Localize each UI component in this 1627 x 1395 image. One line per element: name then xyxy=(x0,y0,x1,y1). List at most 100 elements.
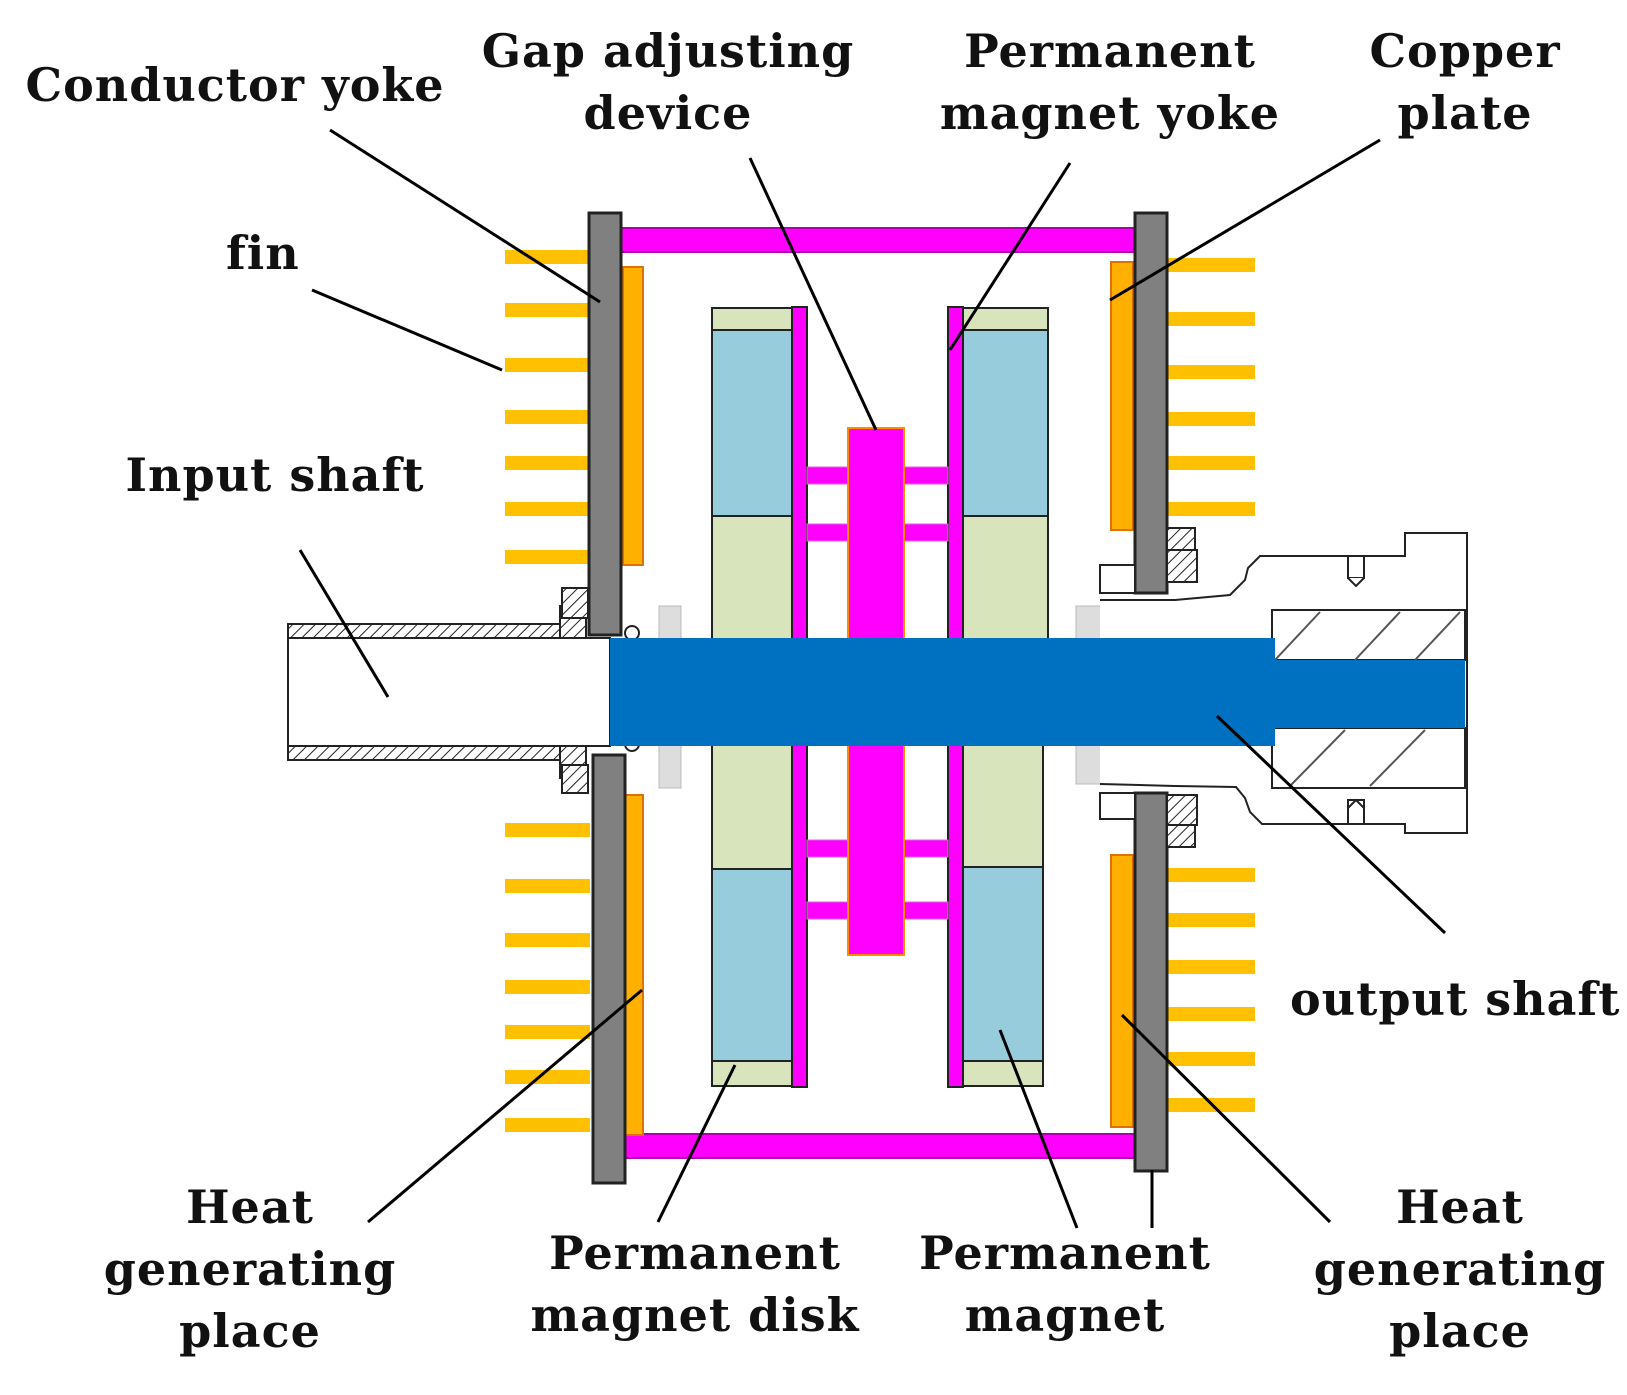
fin-left-14 xyxy=(505,1118,590,1132)
fin-left-13 xyxy=(505,1070,590,1084)
label-gap-adjusting-device-line1: Gap adjusting xyxy=(481,24,855,78)
bottom-frame-bar xyxy=(614,1133,1136,1159)
label-heat-left-line1: Heat xyxy=(186,1180,314,1234)
label-heat-left-line3: place xyxy=(179,1304,321,1358)
fin-right-4 xyxy=(1167,412,1255,426)
fins-right xyxy=(1167,258,1255,1112)
label-copper-plate-line2: plate xyxy=(1397,86,1533,140)
magnet-disk-left-lower-bottom xyxy=(711,1060,793,1087)
copper-plate-right-upper xyxy=(1110,261,1134,531)
input-shaft-bore xyxy=(287,637,611,747)
label-heat-right-line1: Heat xyxy=(1396,1180,1524,1234)
output-hub-hatch-lines xyxy=(1274,611,1461,787)
copper-plate-right-lower xyxy=(1110,854,1134,1128)
label-permanent-magnet-yoke-line2: magnet yoke xyxy=(939,86,1281,140)
fin-left-1 xyxy=(505,250,590,264)
conductor-yoke-left-upper xyxy=(587,211,623,637)
bearing-left-upper xyxy=(561,587,589,619)
magnet-disk-right-upper-bottom xyxy=(962,515,1049,641)
input-shaft-wall-top xyxy=(287,623,563,639)
label-output-shaft: output shaft xyxy=(1290,968,1620,1030)
label-permanent-magnet-line2: magnet xyxy=(964,1288,1166,1342)
fin-left-7 xyxy=(505,550,590,564)
copper-plate-left-upper xyxy=(622,266,644,566)
permanent-magnet-right-upper xyxy=(962,329,1049,517)
label-permanent-magnet-disk: Permanent magnet disk xyxy=(520,1222,870,1346)
label-permanent-magnet-yoke-line1: Permanent xyxy=(964,24,1256,78)
label-permanent-magnet-line1: Permanent xyxy=(919,1226,1211,1280)
fin-right-10 xyxy=(1167,1007,1255,1021)
magnet-yoke-left-upper xyxy=(791,306,808,641)
label-conductor-yoke-text: Conductor yoke xyxy=(25,58,445,112)
magnet-disk-left-upper-bottom xyxy=(711,515,793,641)
label-permanent-magnet-yoke: Permanent magnet yoke xyxy=(930,20,1290,144)
fins-left xyxy=(505,250,590,1132)
label-permanent-magnet-disk-line1: Permanent xyxy=(549,1226,841,1280)
fin-right-6 xyxy=(1167,502,1255,516)
input-shaft-wall-bottom xyxy=(287,745,563,761)
label-heat-generating-place-left: Heat generating place xyxy=(100,1176,400,1362)
label-fin: fin xyxy=(226,222,300,284)
top-frame-bar xyxy=(614,227,1136,253)
fin-right-1 xyxy=(1167,258,1255,272)
label-copper-plate-line1: Copper xyxy=(1369,24,1561,78)
permanent-magnet-right-lower xyxy=(962,866,1044,1062)
fin-right-3 xyxy=(1167,365,1255,379)
fin-left-3 xyxy=(505,358,590,372)
fin-right-9 xyxy=(1167,960,1255,974)
fin-right-2 xyxy=(1167,312,1255,326)
output-bolt-lower xyxy=(1347,798,1365,825)
fin-left-6 xyxy=(505,502,590,516)
label-permanent-magnet-disk-line2: magnet disk xyxy=(530,1288,860,1342)
fin-left-11 xyxy=(505,980,590,994)
label-input-shaft: Input shaft xyxy=(110,444,440,506)
label-heat-left-line2: generating xyxy=(103,1242,397,1296)
fin-right-7 xyxy=(1167,868,1255,882)
permanent-magnet-left-upper xyxy=(711,329,793,517)
magnet-yoke-right-upper xyxy=(947,306,964,641)
label-input-shaft-text: Input shaft xyxy=(125,448,425,502)
label-fin-text: fin xyxy=(226,226,300,280)
label-permanent-magnet: Permanent magnet xyxy=(910,1222,1220,1346)
magnet-yoke-left-lower xyxy=(791,744,808,1088)
magnet-yoke-right-lower xyxy=(947,744,964,1088)
leader-lines xyxy=(298,128,1447,1229)
conductor-yoke-right-lower xyxy=(1133,791,1169,1173)
label-heat-right-line3: place xyxy=(1389,1304,1531,1358)
bearing-right-upper-b xyxy=(1166,549,1198,583)
permanent-magnet-left-lower xyxy=(711,868,793,1062)
magnet-disk-left-upper-top xyxy=(711,307,793,331)
fin-left-2 xyxy=(505,303,590,317)
magnet-disk-right-lower-top xyxy=(962,744,1044,868)
label-gap-adjusting-device: Gap adjusting device xyxy=(468,20,868,144)
gap-adjuster-block-lower xyxy=(847,744,905,956)
bearing-right-lower-c xyxy=(1099,792,1136,820)
bearing-left-lower xyxy=(561,764,589,794)
magnet-disk-right-lower-bottom xyxy=(962,1060,1044,1087)
label-conductor-yoke: Conductor yoke xyxy=(20,54,450,116)
label-heat-right-line2: generating xyxy=(1313,1242,1607,1296)
output-shaft-end xyxy=(1275,660,1465,728)
fin-left-4 xyxy=(505,410,590,424)
bearing-right-upper-a xyxy=(1166,527,1196,551)
magnet-disk-left-lower-top xyxy=(711,744,793,870)
fin-left-5 xyxy=(505,456,590,470)
label-heat-generating-place-right: Heat generating place xyxy=(1310,1176,1610,1362)
fin-right-5 xyxy=(1167,456,1255,470)
label-copper-plate: Copper plate xyxy=(1340,20,1590,144)
label-gap-adjusting-device-line2: device xyxy=(583,86,753,140)
fin-left-9 xyxy=(505,879,590,893)
fin-left-10 xyxy=(505,933,590,947)
fin-left-8 xyxy=(505,823,590,837)
fin-left-12 xyxy=(505,1025,590,1039)
output-hub-hatch-upper xyxy=(1271,609,1466,661)
label-output-shaft-text: output shaft xyxy=(1290,972,1621,1026)
fin-right-11 xyxy=(1167,1052,1255,1066)
bearing-ball-left-upper xyxy=(624,625,640,641)
bearing-right-upper-c xyxy=(1099,564,1136,594)
main-shaft xyxy=(610,638,1275,746)
fin-right-8 xyxy=(1167,913,1255,927)
gap-adjuster-block-upper xyxy=(847,427,905,641)
bearing-right-lower-b xyxy=(1166,824,1196,848)
